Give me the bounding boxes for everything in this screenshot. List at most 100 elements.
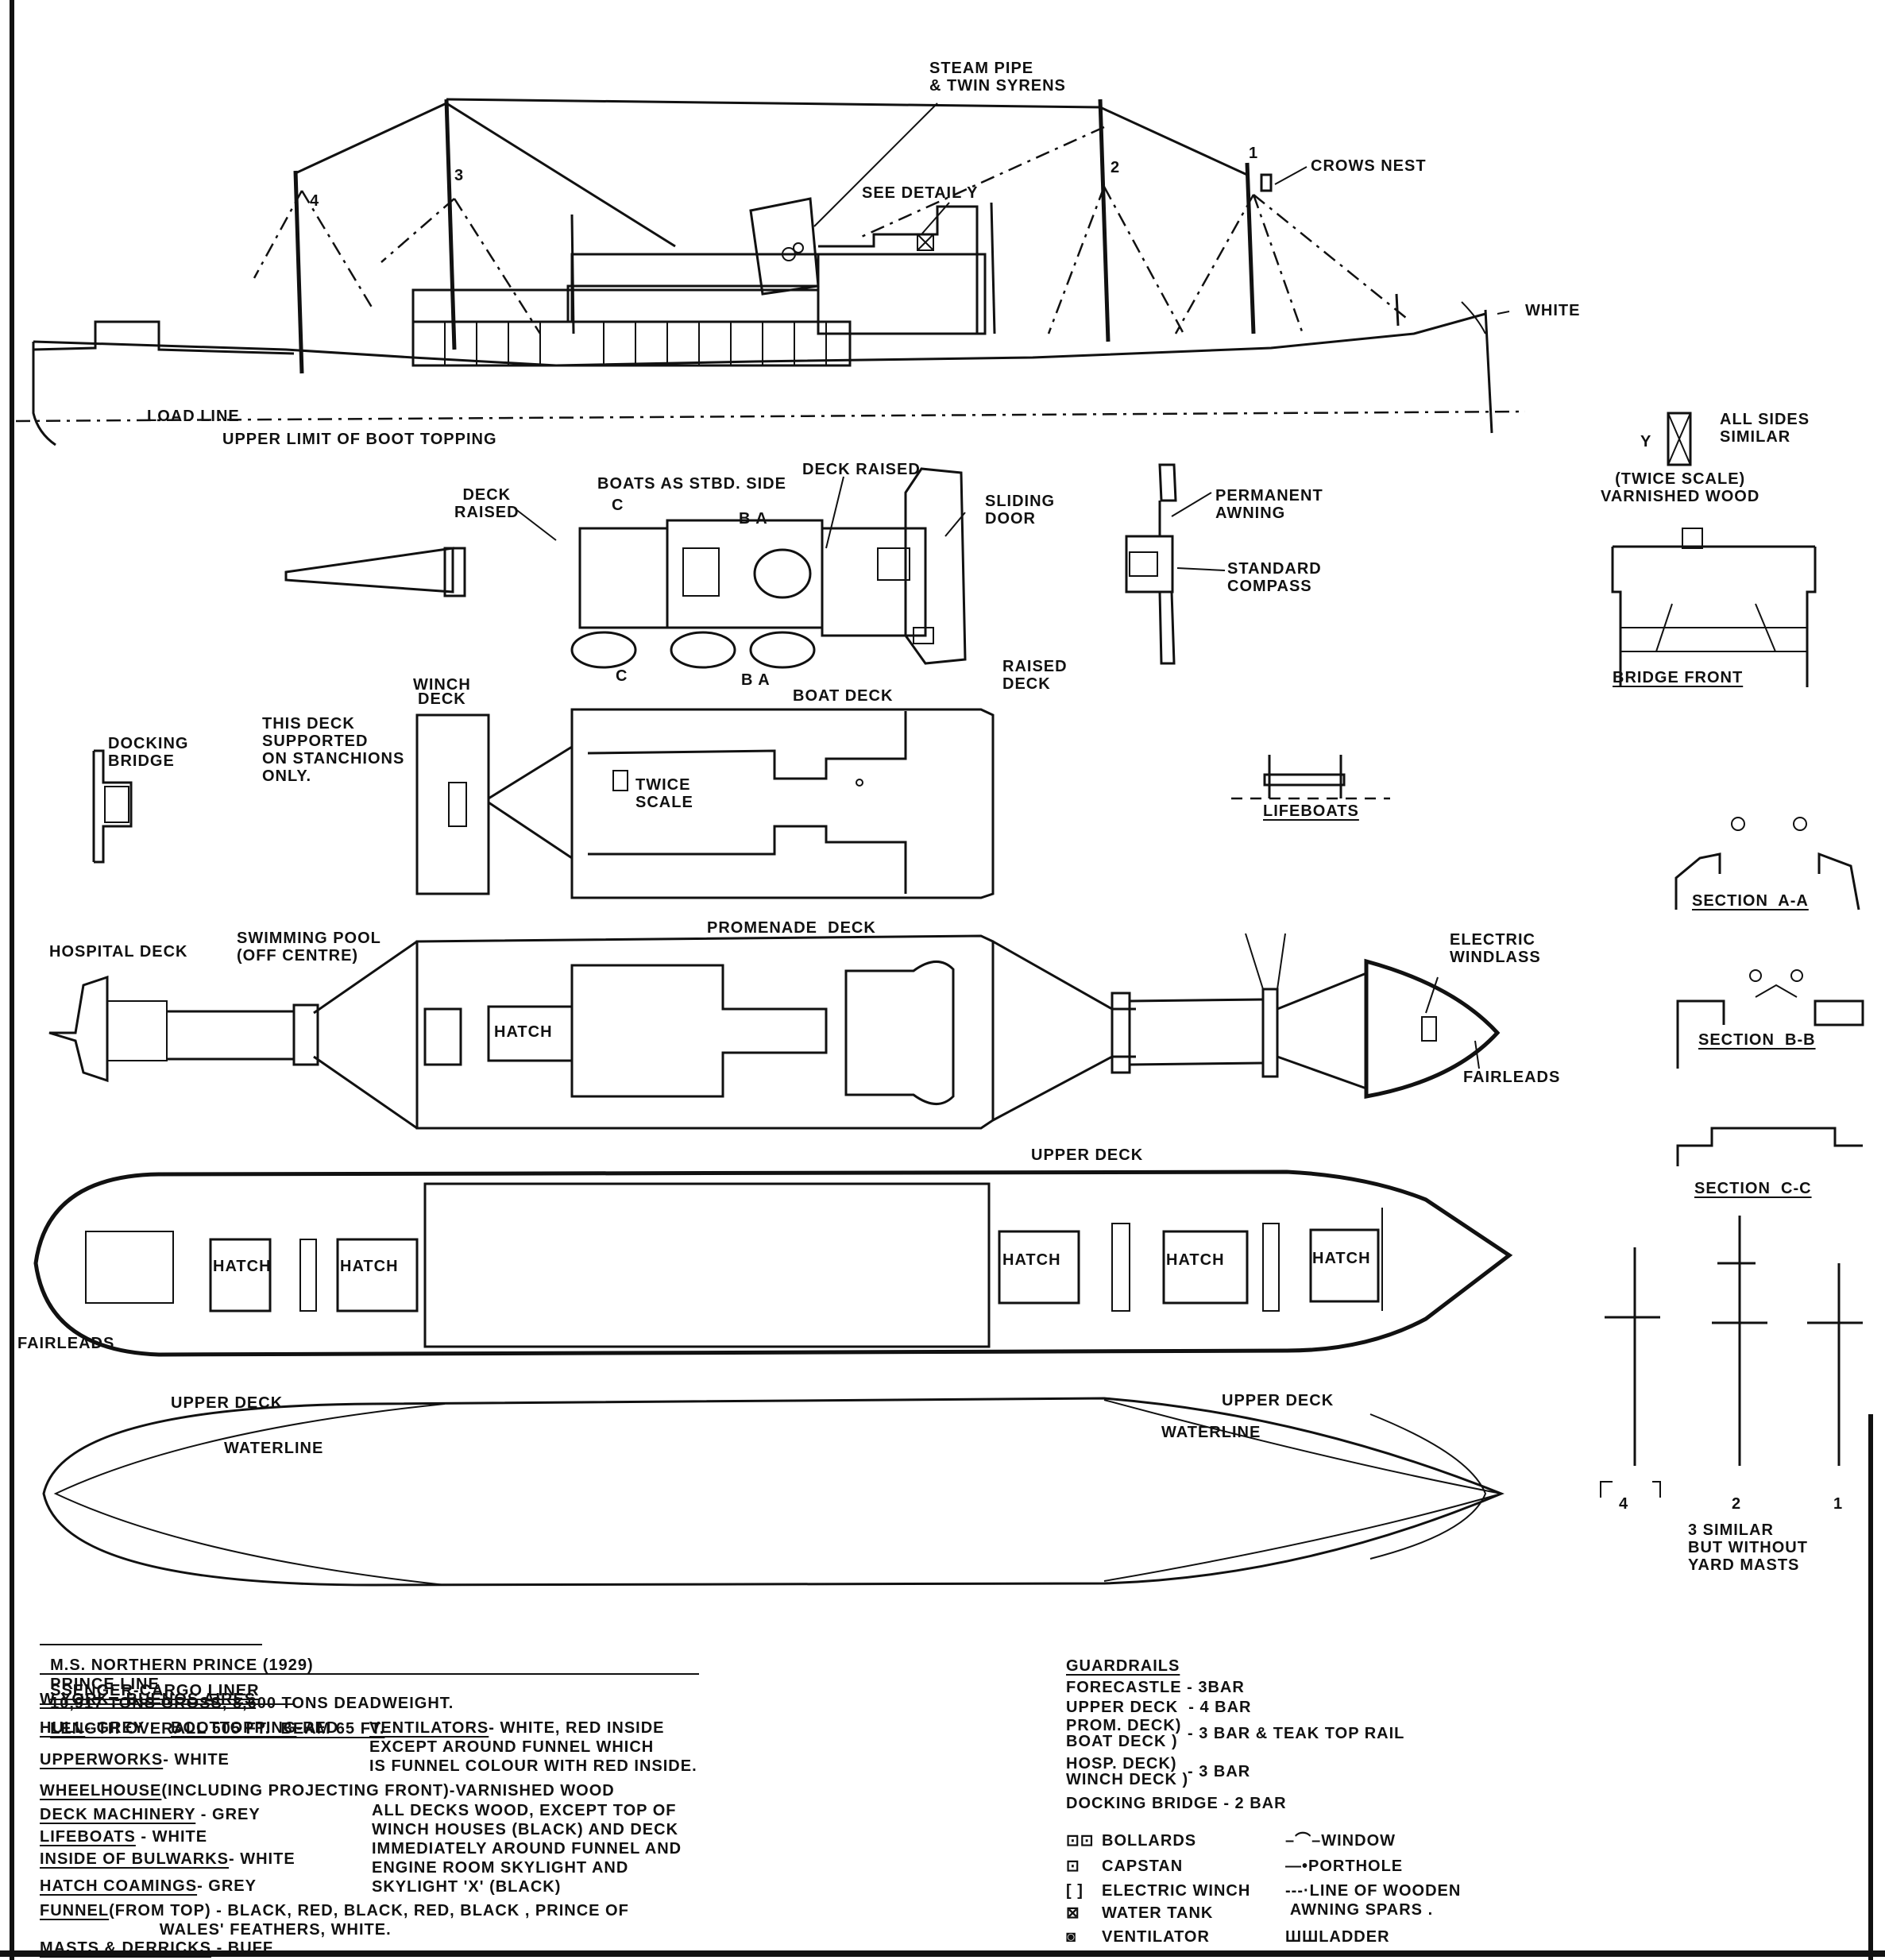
hatch-label-3: HATCH — [1002, 1251, 1061, 1269]
deck-raised-right-label: DECK RAISED — [802, 461, 921, 478]
upper-deck-hull — [33, 1169, 1513, 1357]
note-hatch-coamings-value: - GREY — [197, 1877, 257, 1895]
note-masts-item: MASTS & DERRICKS — [40, 1939, 212, 1957]
section-marker-ba-top: B A — [739, 510, 768, 528]
note-ventilators-value: - WHITE, RED INSIDE EXCEPT AROUND FUNNEL… — [369, 1719, 697, 1775]
promenade-hatch-label: HATCH — [494, 1023, 553, 1041]
white-label: WHITE — [1525, 302, 1581, 319]
legend-electric-winch-label: ELECTRIC WINCH — [1102, 1882, 1251, 1900]
permanent-awning-label: PERMANENT AWNING — [1215, 487, 1323, 522]
awning-spars-icon: ---· — [1285, 1882, 1310, 1900]
note-lifeboats: LIFEBOATS - WHITE — [40, 1827, 207, 1846]
drawing-border-bottom — [0, 1950, 1885, 1957]
guardrail-hosp-winch: HOSP. DECK) WINCH DECK ) — [1066, 1755, 1189, 1788]
masts-detail — [1600, 1216, 1863, 1498]
drawing-border-right — [1868, 1414, 1873, 1960]
all-sides-similar-label: ALL SIDES SIMILAR — [1720, 411, 1810, 446]
mast-number-4: 4 — [310, 192, 320, 210]
legend-bollards-label: BOLLARDS — [1102, 1832, 1197, 1850]
note-masts: MASTS & DERRICKS - BUFF — [40, 1939, 273, 1958]
title-line-2: SSENGER-CARGO LINER LENGTH OVERALL 505 F… — [40, 1662, 384, 1738]
electric-winch-icon: [ ] — [1066, 1882, 1083, 1900]
funnel — [749, 197, 820, 296]
section-marker-c-top: C — [612, 497, 624, 514]
hatch-label-2: HATCH — [340, 1258, 399, 1275]
see-detail-y-label: SEE DETAIL Y — [862, 184, 979, 202]
legend-capstan-label: CAPSTAN — [1102, 1858, 1184, 1875]
note-bulwarks-item: INSIDE OF BULWARKS — [40, 1850, 230, 1868]
legend-water-tank: ⊠WATER TANK — [1066, 1904, 1213, 1923]
ship-route: W YORK - BUENOS AIRES — [40, 1691, 257, 1708]
bridge-front-detail — [1611, 412, 1817, 687]
mast-detail-number-4: 4 — [1619, 1495, 1629, 1513]
legend-ladder-label: LADDER — [1319, 1928, 1390, 1946]
guardrail-prom-boat: PROM. DECK) BOAT DECK ) — [1066, 1717, 1182, 1750]
section-a-a — [1674, 852, 1860, 910]
section-marker-c-bottom: C — [616, 667, 628, 685]
note-upperworks-item: UPPERWORKS — [40, 1751, 164, 1769]
note-boottopping-value: -RED — [296, 1719, 339, 1737]
note-lifeboats-value: - WHITE — [135, 1828, 208, 1846]
lifeboats-label: LIFEBOATS — [1263, 802, 1359, 820]
deck-raised-left-label: DECK RAISED — [454, 486, 520, 521]
note-wheelhouse-item: WHEELHOUSE — [40, 1782, 162, 1800]
note-ventilators: VENTILATORS- WHITE, RED INSIDE EXCEPT AR… — [369, 1718, 697, 1776]
note-hull-item: HULL — [40, 1719, 86, 1737]
legend-capstan: ⊡ CAPSTAN — [1066, 1857, 1183, 1876]
hatch-label-4: HATCH — [1166, 1251, 1225, 1269]
boot-topping-label: UPPER LIMIT OF BOOT TOPPING — [222, 431, 497, 448]
docking-bridge-label: DOCKING BRIDGE — [108, 735, 189, 770]
shipping-line: PRINCE LINE — [50, 1676, 160, 1693]
guardrail-upper-deck: UPPER DECK - 4 BAR — [1066, 1699, 1252, 1716]
sliding-door-label: SLIDING DOOR — [985, 493, 1056, 528]
section-b-b — [1676, 999, 1864, 1069]
detail-y-letter: Y — [1640, 433, 1652, 450]
guardrail-prom-boat-value: - 3 BAR & TEAK TOP RAIL — [1188, 1725, 1405, 1742]
hull-outline — [32, 312, 1486, 447]
upper-deck-label: UPPER DECK — [1031, 1146, 1144, 1164]
note-upperworks: UPPERWORKS- WHITE — [40, 1750, 230, 1769]
ship-dimensions: LENGTH OVERALL 505 FT. BEAM 65 FT. — [50, 1720, 385, 1738]
ship-type: SSENGER-CARGO LINER — [50, 1682, 260, 1699]
bollards-icon: ⊡⊡ — [1066, 1832, 1095, 1850]
legend-awning-spars: ---·LINE OF WOODEN AWNING SPARS . — [1285, 1881, 1461, 1919]
legend-electric-winch: [ ] ELECTRIC WINCH — [1066, 1881, 1250, 1900]
note-funnel-value: (FROM TOP) - BLACK, RED, BLACK, RED, BLA… — [109, 1902, 629, 1939]
legend-ventilator: ◙ VENTILATOR — [1066, 1927, 1210, 1946]
upper-deck-plan — [33, 1169, 1513, 1357]
legend-window: –⌒–WINDOW — [1285, 1831, 1396, 1850]
twice-scale-label: TWICE SCALE — [635, 776, 693, 811]
note-deck-machinery: DECK MACHINERY - GREY — [40, 1805, 261, 1824]
guardrail-hosp-winch-value: - 3 BAR — [1188, 1763, 1251, 1780]
tonnage: 10,917 TONS GROSS, 8,600 TONS DEADWEIGHT… — [50, 1695, 454, 1712]
stanchions-note: THIS DECK SUPPORTED ON STANCHIONS ONLY. — [262, 715, 405, 785]
mast-number-3: 3 — [454, 167, 465, 184]
forecastle-outline — [1364, 958, 1501, 1099]
load-line-label: LOAD LINE — [147, 408, 240, 425]
winch-deck-label: WINCH DECK — [413, 676, 471, 708]
drawing-border-left — [10, 0, 14, 1960]
profile-view — [15, 98, 1526, 447]
mast-1 — [1245, 162, 1256, 334]
window-icon: –⌒– — [1285, 1832, 1322, 1850]
compass-platform-plan — [1125, 463, 1226, 665]
forestay — [446, 98, 1248, 176]
note-hull-value: - GREY — [85, 1719, 145, 1737]
section-c-c — [1676, 1127, 1863, 1166]
legend-ventilator-label: VENTILATOR — [1102, 1928, 1210, 1946]
note-bulwarks-value: - WHITE — [229, 1850, 295, 1868]
promenade-deck-plan — [48, 933, 1501, 1130]
mast-number-2: 2 — [1111, 159, 1121, 176]
note-hull: HULL- GREY — [40, 1718, 145, 1738]
note-wheelhouse: WHEELHOUSE(INCLUDING PROJECTING FRONT)-V… — [40, 1781, 615, 1800]
legend-ladder: ШШLADDER — [1285, 1927, 1390, 1946]
note-hatch-coamings-item: HATCH COAMINGS — [40, 1877, 198, 1895]
legend-awning-spars-label: LINE OF WOODEN AWNING SPARS . — [1289, 1882, 1462, 1919]
mast-detail-number-1: 1 — [1833, 1495, 1844, 1513]
note-boottopping: BOOTTOPPING-RED — [171, 1718, 338, 1738]
swimming-pool-label: SWIMMING POOL (OFF CENTRE) — [237, 930, 381, 965]
guardrail-forecastle: FORECASTLE - 3BAR — [1066, 1679, 1245, 1696]
ventilator-icon: ◙ — [1066, 1928, 1077, 1946]
legend-window-label: WINDOW — [1321, 1832, 1396, 1850]
capstan-icon: ⊡ — [1066, 1858, 1080, 1875]
